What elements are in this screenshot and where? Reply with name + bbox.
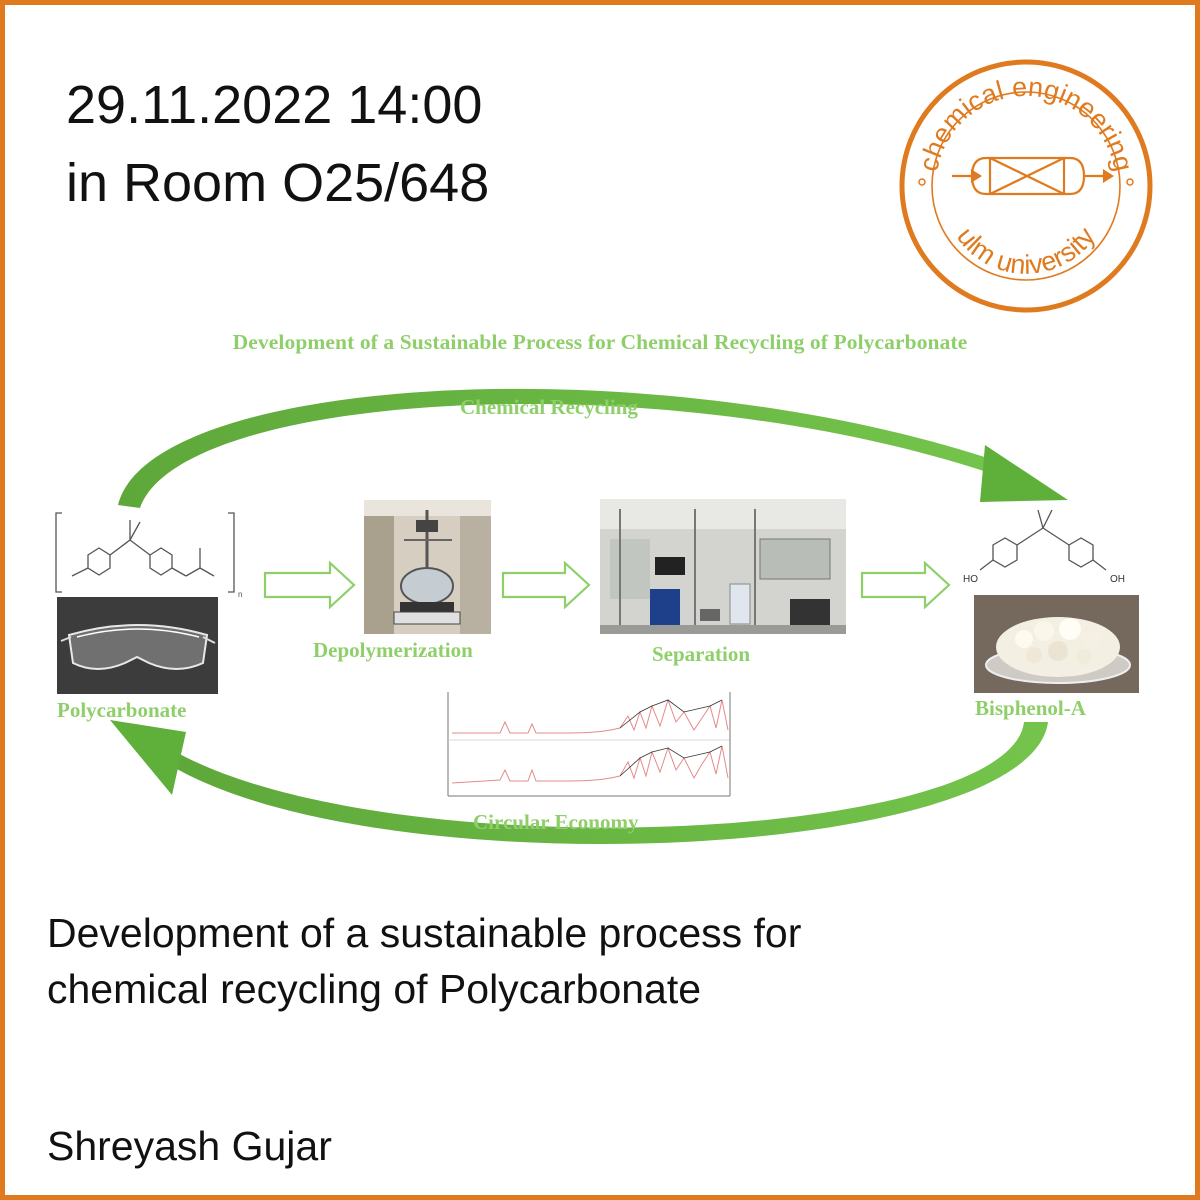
label-depolymerization: Depolymerization: [313, 638, 473, 662]
speaker-name: Shreyash Gujar: [47, 1123, 332, 1169]
talk-title-line-1: Development of a sustainable process for: [47, 910, 802, 956]
label-separation: Separation: [652, 642, 751, 666]
label-bisphenol-a: Bisphenol-A: [975, 696, 1086, 720]
event-room: in Room O25/648: [66, 153, 490, 213]
label-polycarbonate: Polycarbonate: [57, 698, 187, 722]
bisphenol-powder-photo: [974, 595, 1139, 693]
diagram-title: Development of a Sustainable Process for…: [232, 330, 968, 354]
talk-title: Development of a sustainable process for…: [47, 905, 801, 1017]
reactor-icon: [952, 156, 1115, 196]
chemical-engineering-logo: chemical engineering ulm university: [899, 59, 1153, 313]
depolymerization-reactor-photo: [364, 500, 491, 634]
event-date-time: 29.11.2022 14:00: [66, 75, 483, 135]
safety-goggles-photo: [57, 597, 218, 694]
talk-title-line-2: chemical recycling of Polycarbonate: [47, 966, 702, 1012]
logo-bottom-text: ulm university: [951, 221, 1101, 280]
separation-lab-photo: [600, 499, 846, 634]
label-circular-economy: Circular Economy: [473, 810, 639, 834]
label-chemical-recycling: Chemical Recycling: [460, 395, 638, 419]
